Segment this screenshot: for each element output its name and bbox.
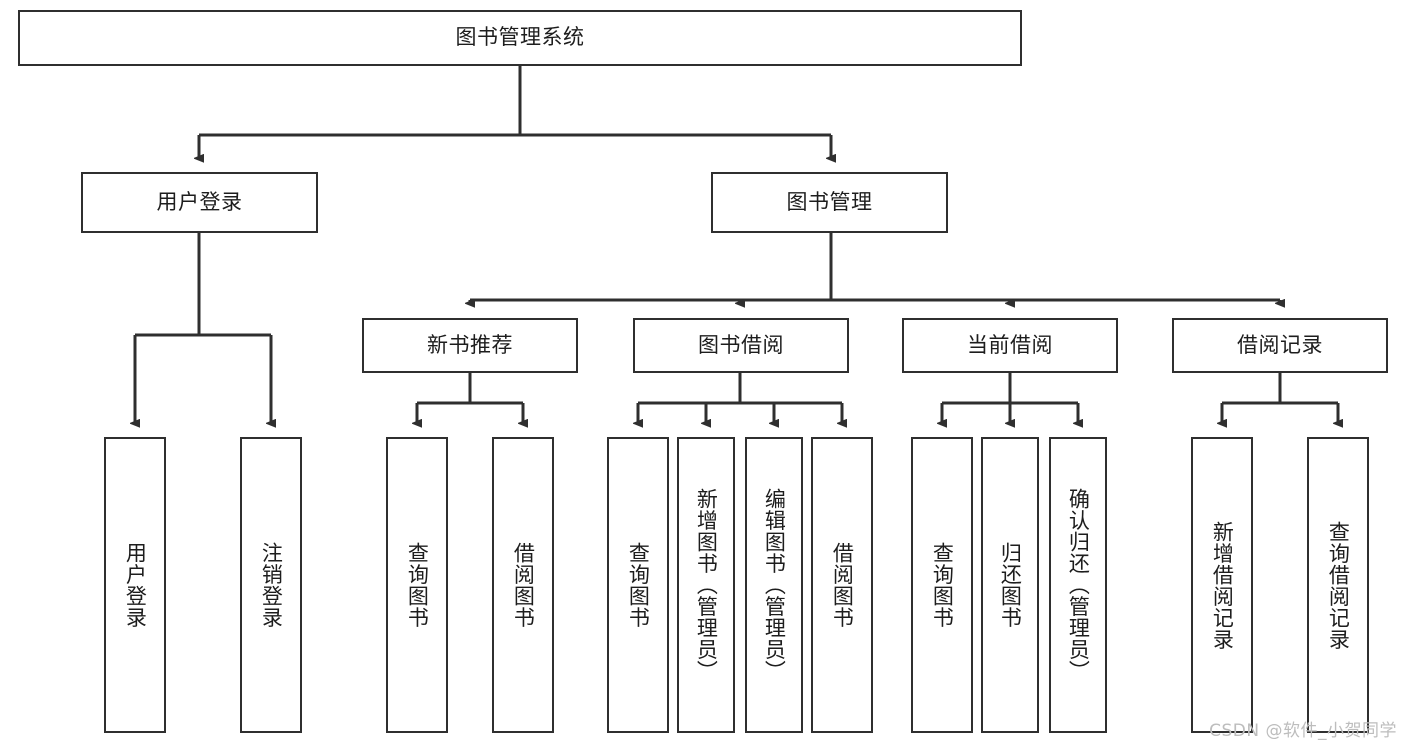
leaf-borrow-query-book[interactable]: 查询图书 — [607, 437, 669, 733]
leaf-current-query-book[interactable]: 查询图书 — [911, 437, 973, 733]
leaf-label: 归还图书 — [998, 542, 1023, 628]
leaf-label: 查询图书 — [626, 542, 651, 628]
leaf-label: 用户登录 — [123, 542, 148, 628]
node-book-management[interactable]: 图书管理 — [711, 172, 948, 233]
leaf-label: 查询借阅记录 — [1326, 520, 1351, 650]
node-new-book-recommend[interactable]: 新书推荐 — [362, 318, 578, 373]
leaf-borrow-borrow-book[interactable]: 借阅图书 — [811, 437, 873, 733]
leaf-user-login-login[interactable]: 用户登录 — [104, 437, 166, 733]
leaf-label: 编辑图书（管理员） — [762, 488, 787, 682]
watermark-text: CSDN @软件_小贺同学 — [1209, 721, 1397, 741]
node-borrow-record[interactable]: 借阅记录 — [1172, 318, 1388, 373]
leaf-record-add-record[interactable]: 新增借阅记录 — [1191, 437, 1253, 733]
leaf-label: 借阅图书 — [830, 542, 855, 628]
leaf-label: 新增图书（管理员） — [694, 488, 719, 682]
leaf-label: 查询图书 — [405, 542, 430, 628]
leaf-current-return-book[interactable]: 归还图书 — [981, 437, 1039, 733]
leaf-label: 确认归还（管理员） — [1066, 488, 1091, 682]
leaf-label: 新增借阅记录 — [1210, 520, 1235, 650]
leaf-current-confirm-return[interactable]: 确认归还（管理员） — [1049, 437, 1107, 733]
leaf-record-query-record[interactable]: 查询借阅记录 — [1307, 437, 1369, 733]
leaf-recommend-query-book[interactable]: 查询图书 — [386, 437, 448, 733]
leaf-label: 借阅图书 — [511, 542, 536, 628]
leaf-recommend-borrow-book[interactable]: 借阅图书 — [492, 437, 554, 733]
leaf-borrow-add-book[interactable]: 新增图书（管理员） — [677, 437, 735, 733]
node-root-system[interactable]: 图书管理系统 — [18, 10, 1022, 66]
leaf-label: 注销登录 — [259, 542, 284, 628]
node-current-borrow[interactable]: 当前借阅 — [902, 318, 1118, 373]
node-book-borrow[interactable]: 图书借阅 — [633, 318, 849, 373]
node-user-login[interactable]: 用户登录 — [81, 172, 318, 233]
leaf-user-login-logout[interactable]: 注销登录 — [240, 437, 302, 733]
leaf-borrow-edit-book[interactable]: 编辑图书（管理员） — [745, 437, 803, 733]
leaf-label: 查询图书 — [930, 542, 955, 628]
